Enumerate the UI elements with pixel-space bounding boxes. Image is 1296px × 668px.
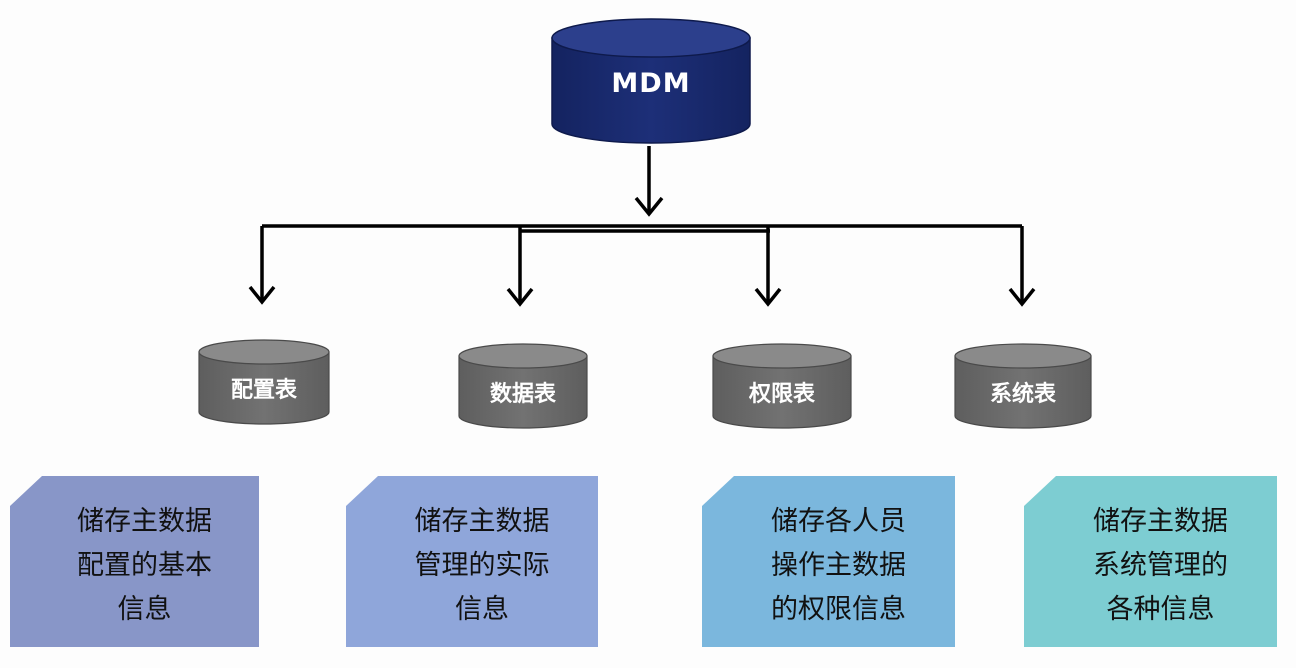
data-table-cylinder (458, 343, 588, 429)
arrow-to-permission (754, 226, 782, 307)
config-table-cylinder (198, 339, 330, 425)
system-desc-text: 储存主数据 系统管理的 各种信息 (1044, 500, 1277, 632)
data-desc-box (346, 476, 598, 647)
system-table-cylinder (954, 343, 1092, 429)
permission-table-cylinder (712, 343, 852, 429)
desc-line: 储存各人员 (771, 506, 906, 537)
data-desc-text: 储存主数据 管理的实际 信息 (366, 500, 598, 632)
desc-line: 配置的基本 (77, 550, 212, 581)
desc-line: 各种信息 (1106, 594, 1215, 625)
permission-desc-box (702, 476, 955, 647)
arrow-to-system (1008, 226, 1036, 307)
desc-line: 的权限信息 (771, 594, 906, 625)
desc-line: 信息 (455, 594, 509, 625)
mdm-cylinder (551, 18, 751, 144)
system-desc-box (1024, 476, 1277, 647)
connector-lines (262, 146, 1022, 233)
desc-line: 操作主数据 (771, 550, 906, 581)
permission-table-label: 权限表 (748, 382, 815, 407)
config-desc-box (10, 476, 259, 647)
desc-line: 储存主数据 (77, 506, 212, 537)
arrow-to-data (506, 226, 534, 307)
data-table-label: 数据表 (489, 382, 556, 407)
mdm-label: MDM (611, 68, 691, 99)
desc-line: 管理的实际 (414, 550, 550, 581)
desc-line: 储存主数据 (414, 506, 550, 537)
desc-line: 储存主数据 (1093, 506, 1228, 537)
config-desc-text: 储存主数据 配置的基本 信息 (30, 500, 259, 632)
permission-desc-text: 储存各人员 操作主数据 的权限信息 (722, 500, 955, 632)
system-table-label: 系统表 (989, 382, 1056, 407)
desc-line: 信息 (117, 594, 172, 625)
config-table-label: 配置表 (230, 378, 297, 403)
desc-line: 系统管理的 (1093, 550, 1228, 581)
arrow-to-config (248, 226, 276, 305)
